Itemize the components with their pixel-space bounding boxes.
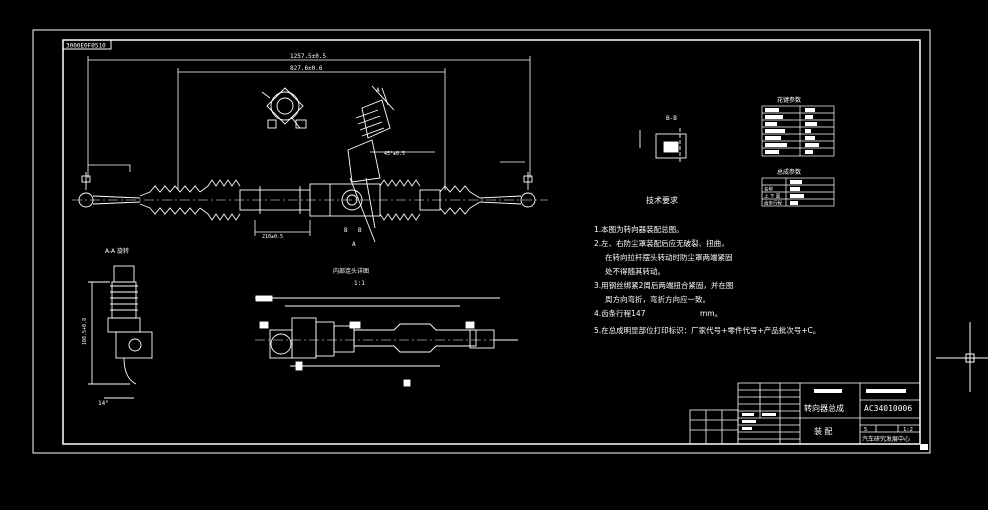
section-bb-label: B-B bbox=[666, 115, 677, 122]
detail-scale: 1:1 bbox=[354, 280, 365, 287]
tech-req-item-6: 周方向弯折，弯折方向应一致。 bbox=[605, 294, 710, 304]
tech-req-item-4: 处不得随其转动。 bbox=[605, 266, 665, 276]
dim-stroke-left: 210±0.5 bbox=[262, 234, 283, 240]
title-part-name: 转向器总成 bbox=[804, 403, 844, 413]
tech-req-item-7: 4.齿条行程147 bbox=[594, 308, 646, 318]
title-organization: 汽车研究发展中心 bbox=[862, 435, 910, 443]
tech-req-item-3: 在转向拉杆摆头转动时防尘罩两端紧固 bbox=[605, 252, 733, 262]
dim-overall-width: 1257.5±0.5 bbox=[290, 53, 327, 60]
label-b-right: B bbox=[358, 227, 362, 234]
gear-params-table bbox=[761, 105, 835, 157]
pinion-input-shaft bbox=[347, 85, 395, 243]
title-block bbox=[689, 382, 928, 450]
section-aa-bottom-dim: 14° bbox=[98, 400, 109, 407]
label-b-left: B bbox=[344, 227, 348, 234]
tech-req-item-8: 5.在总成明显部位打印标识：厂家代号+零件代号+产品批次号+C。 bbox=[594, 325, 820, 335]
tech-req-title: 技术要求 bbox=[646, 195, 678, 205]
tech-req-item-5: 3.用钢丝绑紧2周后两端扭合紧固，并在图 bbox=[594, 280, 733, 290]
assembly-row-2: 上 下 面 bbox=[764, 193, 781, 200]
section-aa-dim: 108.5+0.8 bbox=[82, 318, 88, 345]
gear-params-title: 花键参数 bbox=[777, 96, 801, 104]
label-a-bottom: A bbox=[352, 241, 356, 248]
tech-req-item-1: 1.本图为转向器装配总图。 bbox=[594, 224, 684, 234]
section-aa-label: A-A 旋转 bbox=[105, 247, 129, 255]
title-sheet: 5 bbox=[864, 427, 867, 433]
section-aa-view bbox=[88, 265, 153, 399]
dim-angle: 45°±0.5 bbox=[384, 151, 405, 157]
steering-rack-assembly bbox=[72, 172, 548, 221]
internal-joint-detail bbox=[255, 295, 520, 387]
label-a-top: A bbox=[376, 87, 380, 94]
tech-req-item-2: 2.左、右防尘罩装配后应无破裂、扭曲， bbox=[594, 238, 729, 248]
assembly-row-1: 名称 bbox=[764, 186, 773, 193]
dimension-lines bbox=[87, 56, 531, 236]
drawing-frame bbox=[32, 29, 931, 454]
title-part-number: AC34010006 bbox=[864, 404, 912, 413]
tech-req-stroke-unit: mm。 bbox=[700, 309, 722, 318]
spline-end-view bbox=[261, 87, 307, 129]
assembly-params-title: 总成参数 bbox=[777, 168, 801, 176]
detail-title: 内部连头详图 bbox=[333, 267, 369, 275]
crosshair-cursor-icon bbox=[936, 322, 988, 392]
title-scale: 1:2 bbox=[903, 427, 913, 433]
technical-requirements: 技术要求 1.本图为转向器装配总图。 2.左、右防尘罩装配后应无破裂、扭曲， 在… bbox=[594, 195, 820, 335]
title-type-label: 装 配 bbox=[814, 426, 833, 436]
frame-stamp: 3000E0F0510 bbox=[66, 43, 106, 50]
assembly-params-table bbox=[761, 177, 835, 207]
assembly-row-3: 齿条行程 bbox=[764, 200, 782, 207]
section-bb-view bbox=[639, 128, 687, 162]
dim-inner-width: 827.6±0.6 bbox=[290, 65, 323, 72]
